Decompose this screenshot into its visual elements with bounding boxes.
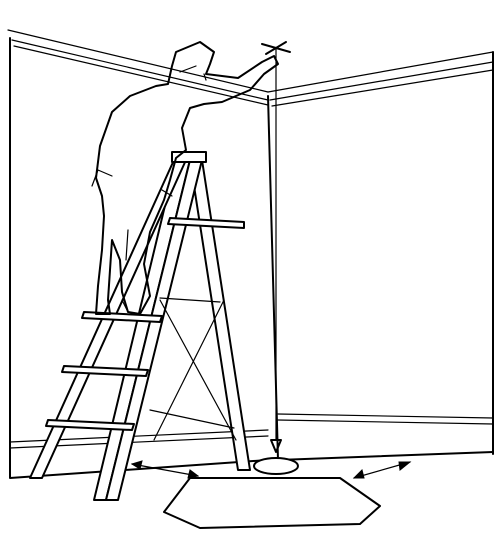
plumb-bob-icon [254, 48, 298, 474]
floor-rug-outline-icon [164, 478, 380, 528]
right-wall [268, 52, 493, 460]
ladder-icon [30, 152, 250, 500]
